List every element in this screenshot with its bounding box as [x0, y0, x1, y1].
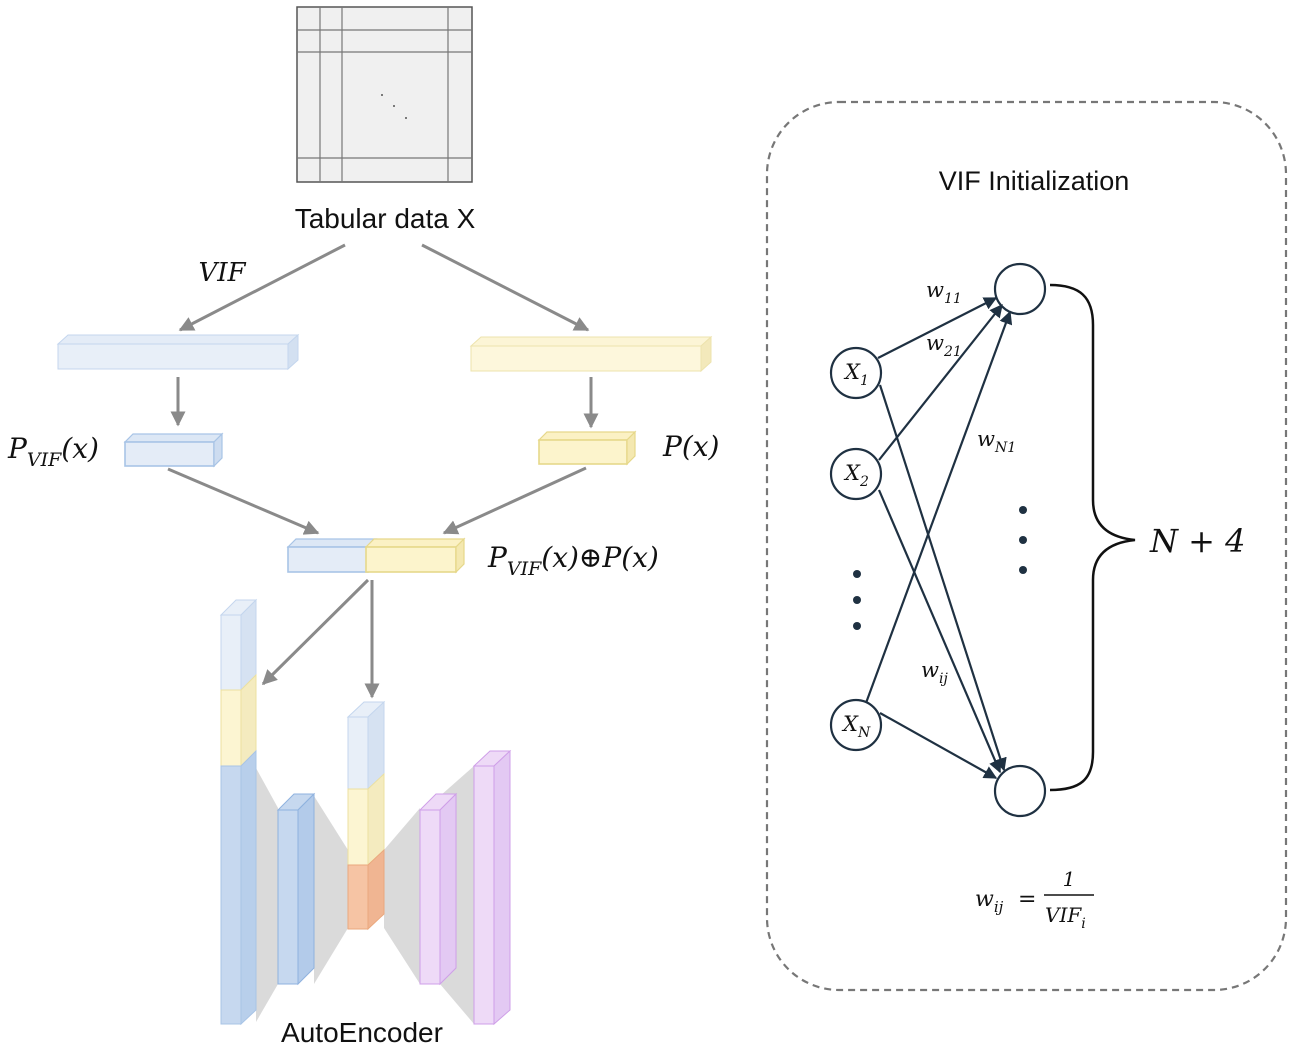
- svg-text:1: 1: [1063, 867, 1076, 891]
- concat-bar: [286, 537, 466, 574]
- vif-embedding-bar: [56, 333, 300, 371]
- arrow-to-p-embedding: [421, 243, 590, 332]
- weight-label-wn1: wN1: [977, 427, 1016, 456]
- input-node-x1: X1: [829, 346, 883, 400]
- tabular-data-label: Tabular data X: [295, 203, 476, 234]
- p-vif-label: PVIF(x): [7, 432, 99, 471]
- svg-text:X2: X2: [843, 461, 869, 490]
- svg-text:VIFi: VIFi: [1045, 903, 1086, 932]
- output-ellipsis: [1019, 506, 1027, 574]
- svg-text:XN: XN: [841, 712, 871, 741]
- autoencoder-label: AutoEncoder: [281, 1017, 443, 1048]
- output-brace: [1049, 283, 1136, 792]
- output-node-bottom: [993, 764, 1047, 818]
- output-node-top: [993, 262, 1047, 316]
- encoder-input-layer: [219, 598, 258, 1026]
- svg-text:wij: wij: [975, 887, 1004, 916]
- p-vif-bar: [123, 432, 224, 468]
- weight-formula: wij = 1 VIFi: [975, 867, 1094, 932]
- weight-label-wij: wij: [921, 658, 948, 687]
- vif-edge-label: VIF: [198, 258, 246, 288]
- input-node-x2: X2: [829, 447, 883, 501]
- svg-text:X1: X1: [843, 360, 869, 389]
- network-edges: [864, 297, 1013, 779]
- arrow-pvif-to-concat: [167, 467, 320, 535]
- svg-text:=: =: [1018, 887, 1036, 912]
- encoder-hidden-layer: [276, 792, 316, 986]
- concat-label: PVIF(x)⊕P(x): [487, 541, 659, 580]
- input-node-xn: XN: [829, 698, 883, 752]
- autoencoder: [219, 598, 512, 1026]
- arrow-to-vif-embedding: [178, 243, 346, 332]
- arrow-concat-to-input: [261, 578, 370, 686]
- p-embedding-bar: [469, 335, 713, 373]
- input-ellipsis: [853, 570, 861, 630]
- bottleneck-layer: [346, 700, 386, 931]
- tabular-data-grid: [296, 6, 473, 183]
- decoder-hidden-layer: [418, 792, 458, 986]
- weight-label-w21: w21: [926, 331, 962, 360]
- p-label: P(x): [662, 430, 719, 463]
- p-bar: [537, 430, 637, 466]
- decoder-output-layer: [472, 749, 512, 1026]
- weight-label-w11: w11: [926, 278, 962, 307]
- vif-initialization-title: VIF Initialization: [939, 166, 1130, 196]
- brace-label: N + 4: [1149, 522, 1246, 560]
- arrow-p-to-concat: [442, 466, 587, 535]
